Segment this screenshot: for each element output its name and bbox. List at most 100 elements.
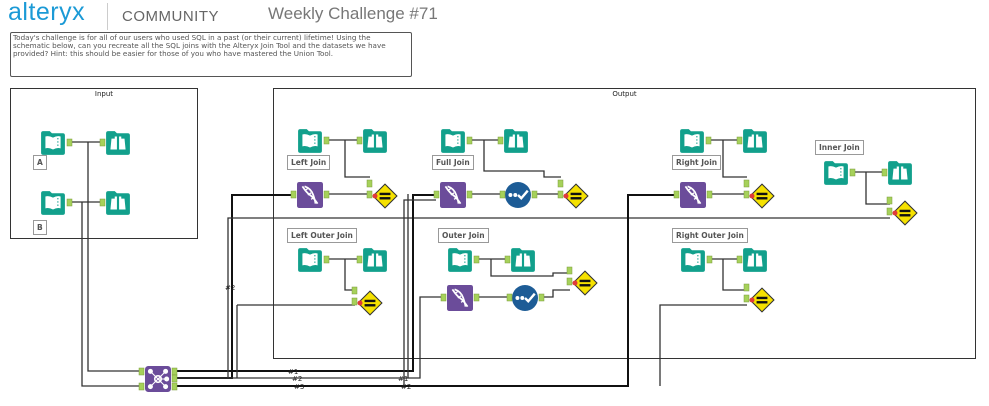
select-tool[interactable] [505,182,531,208]
comment-box[interactable]: Today's challenge is for all of our user… [10,32,412,77]
connection-anchor[interactable] [433,190,440,199]
connection-anchor[interactable] [138,382,145,391]
binoculars-icon [106,191,130,215]
connection-anchor[interactable] [473,255,480,264]
error-indicator-icon [749,297,755,303]
connection-anchor[interactable] [557,179,564,188]
connection-anchor[interactable] [366,179,373,188]
input-data-tool[interactable] [297,247,323,273]
connection-anchor[interactable] [736,255,743,264]
connection-anchor[interactable] [886,196,893,205]
join-tool[interactable] [680,182,706,208]
wire [172,194,676,387]
connection-anchor[interactable] [743,294,750,303]
connection-anchor[interactable] [138,367,145,376]
wire [325,258,357,291]
label-a: A [33,155,47,170]
connection-anchor[interactable] [466,136,473,145]
connection-anchor[interactable] [440,293,447,302]
connection-anchor[interactable] [886,207,893,216]
join-tool[interactable] [447,285,473,311]
connection-anchor[interactable] [499,190,506,199]
input-data-tool[interactable] [40,190,66,216]
wire-labels: #1 #2 #3 #1 #2 #2 [225,284,411,391]
wire-label: #1 [398,375,408,383]
connection-anchor[interactable] [66,138,73,147]
connection-anchor[interactable] [743,190,750,199]
connection-anchor[interactable] [473,293,480,302]
browse-tool[interactable] [888,161,912,185]
connection-anchor[interactable] [849,168,856,177]
connection-anchor[interactable] [351,286,358,295]
join-tool[interactable] [297,182,323,208]
browse-tool[interactable] [363,129,387,153]
connection-anchor[interactable] [504,255,511,264]
browse-tool[interactable] [743,248,767,272]
connection-anchor[interactable] [466,190,473,199]
connection-anchor[interactable] [356,255,363,264]
connection-anchor[interactable] [366,190,373,199]
error-indicator-icon [563,193,569,199]
connection-anchor[interactable] [351,297,358,306]
output-container[interactable]: Output [273,88,976,359]
connection-anchor[interactable] [881,168,888,177]
input-data-tool[interactable] [297,128,323,154]
browse-tool[interactable] [511,248,535,272]
browse-tool[interactable] [504,129,528,153]
connection-anchor[interactable] [706,190,713,199]
input-data-tool[interactable] [440,128,466,154]
book-icon [440,128,466,154]
connection-anchor[interactable] [706,255,713,264]
connection-anchor[interactable] [743,283,750,292]
wire [81,202,140,387]
input-data-tool[interactable] [40,130,66,156]
connection-anchor[interactable] [673,190,680,199]
label-full-join: Full Join [432,155,474,170]
browse-tool[interactable] [743,129,767,153]
connection-anchor[interactable] [356,136,363,145]
join-tool[interactable] [440,182,466,208]
input-data-tool[interactable] [679,128,705,154]
browse-tool[interactable] [106,131,130,155]
connection-anchor[interactable] [566,266,573,275]
browse-tool[interactable] [363,248,387,272]
connection-anchor[interactable] [323,190,330,199]
browse-tool[interactable] [106,191,130,215]
input-container-title: Input [94,90,114,98]
wire-label: #2 [225,284,235,292]
label-right-outer-join: Right Outer Join [672,228,748,243]
connection-anchor[interactable] [538,293,545,302]
connection-anchor[interactable] [290,190,297,199]
binoculars-icon [511,248,535,272]
binoculars-icon [743,248,767,272]
connection-anchor[interactable] [171,374,178,383]
connection-anchor[interactable] [66,198,73,207]
input-data-tool[interactable] [447,247,473,273]
connection-anchor[interactable] [736,136,743,145]
book-icon [40,130,66,156]
book-icon [823,160,849,186]
union-tool[interactable] [145,366,171,392]
alteryx-logo: alteryx [8,0,86,26]
connection-anchor[interactable] [323,255,330,264]
connection-anchor[interactable] [506,293,513,302]
wire-label: #2 [292,375,302,383]
input-container[interactable]: Input [10,88,198,239]
connection-anchor[interactable] [171,367,178,376]
select-tool[interactable] [512,285,538,311]
connection-anchor[interactable] [497,136,504,145]
connection-anchor[interactable] [99,198,106,207]
input-data-tool[interactable] [680,247,706,273]
label-left-outer-join: Left Outer Join [287,228,357,243]
connection-anchor[interactable] [323,136,330,145]
connection-anchor[interactable] [743,179,750,188]
connection-anchor[interactable] [171,382,178,391]
connection-anchor[interactable] [566,277,573,286]
input-data-tool[interactable] [823,160,849,186]
wire [707,139,747,178]
wire [172,194,436,372]
connection-anchor[interactable] [557,190,564,199]
connection-anchor[interactable] [705,136,712,145]
connection-anchor[interactable] [99,138,106,147]
connection-anchor[interactable] [531,190,538,199]
